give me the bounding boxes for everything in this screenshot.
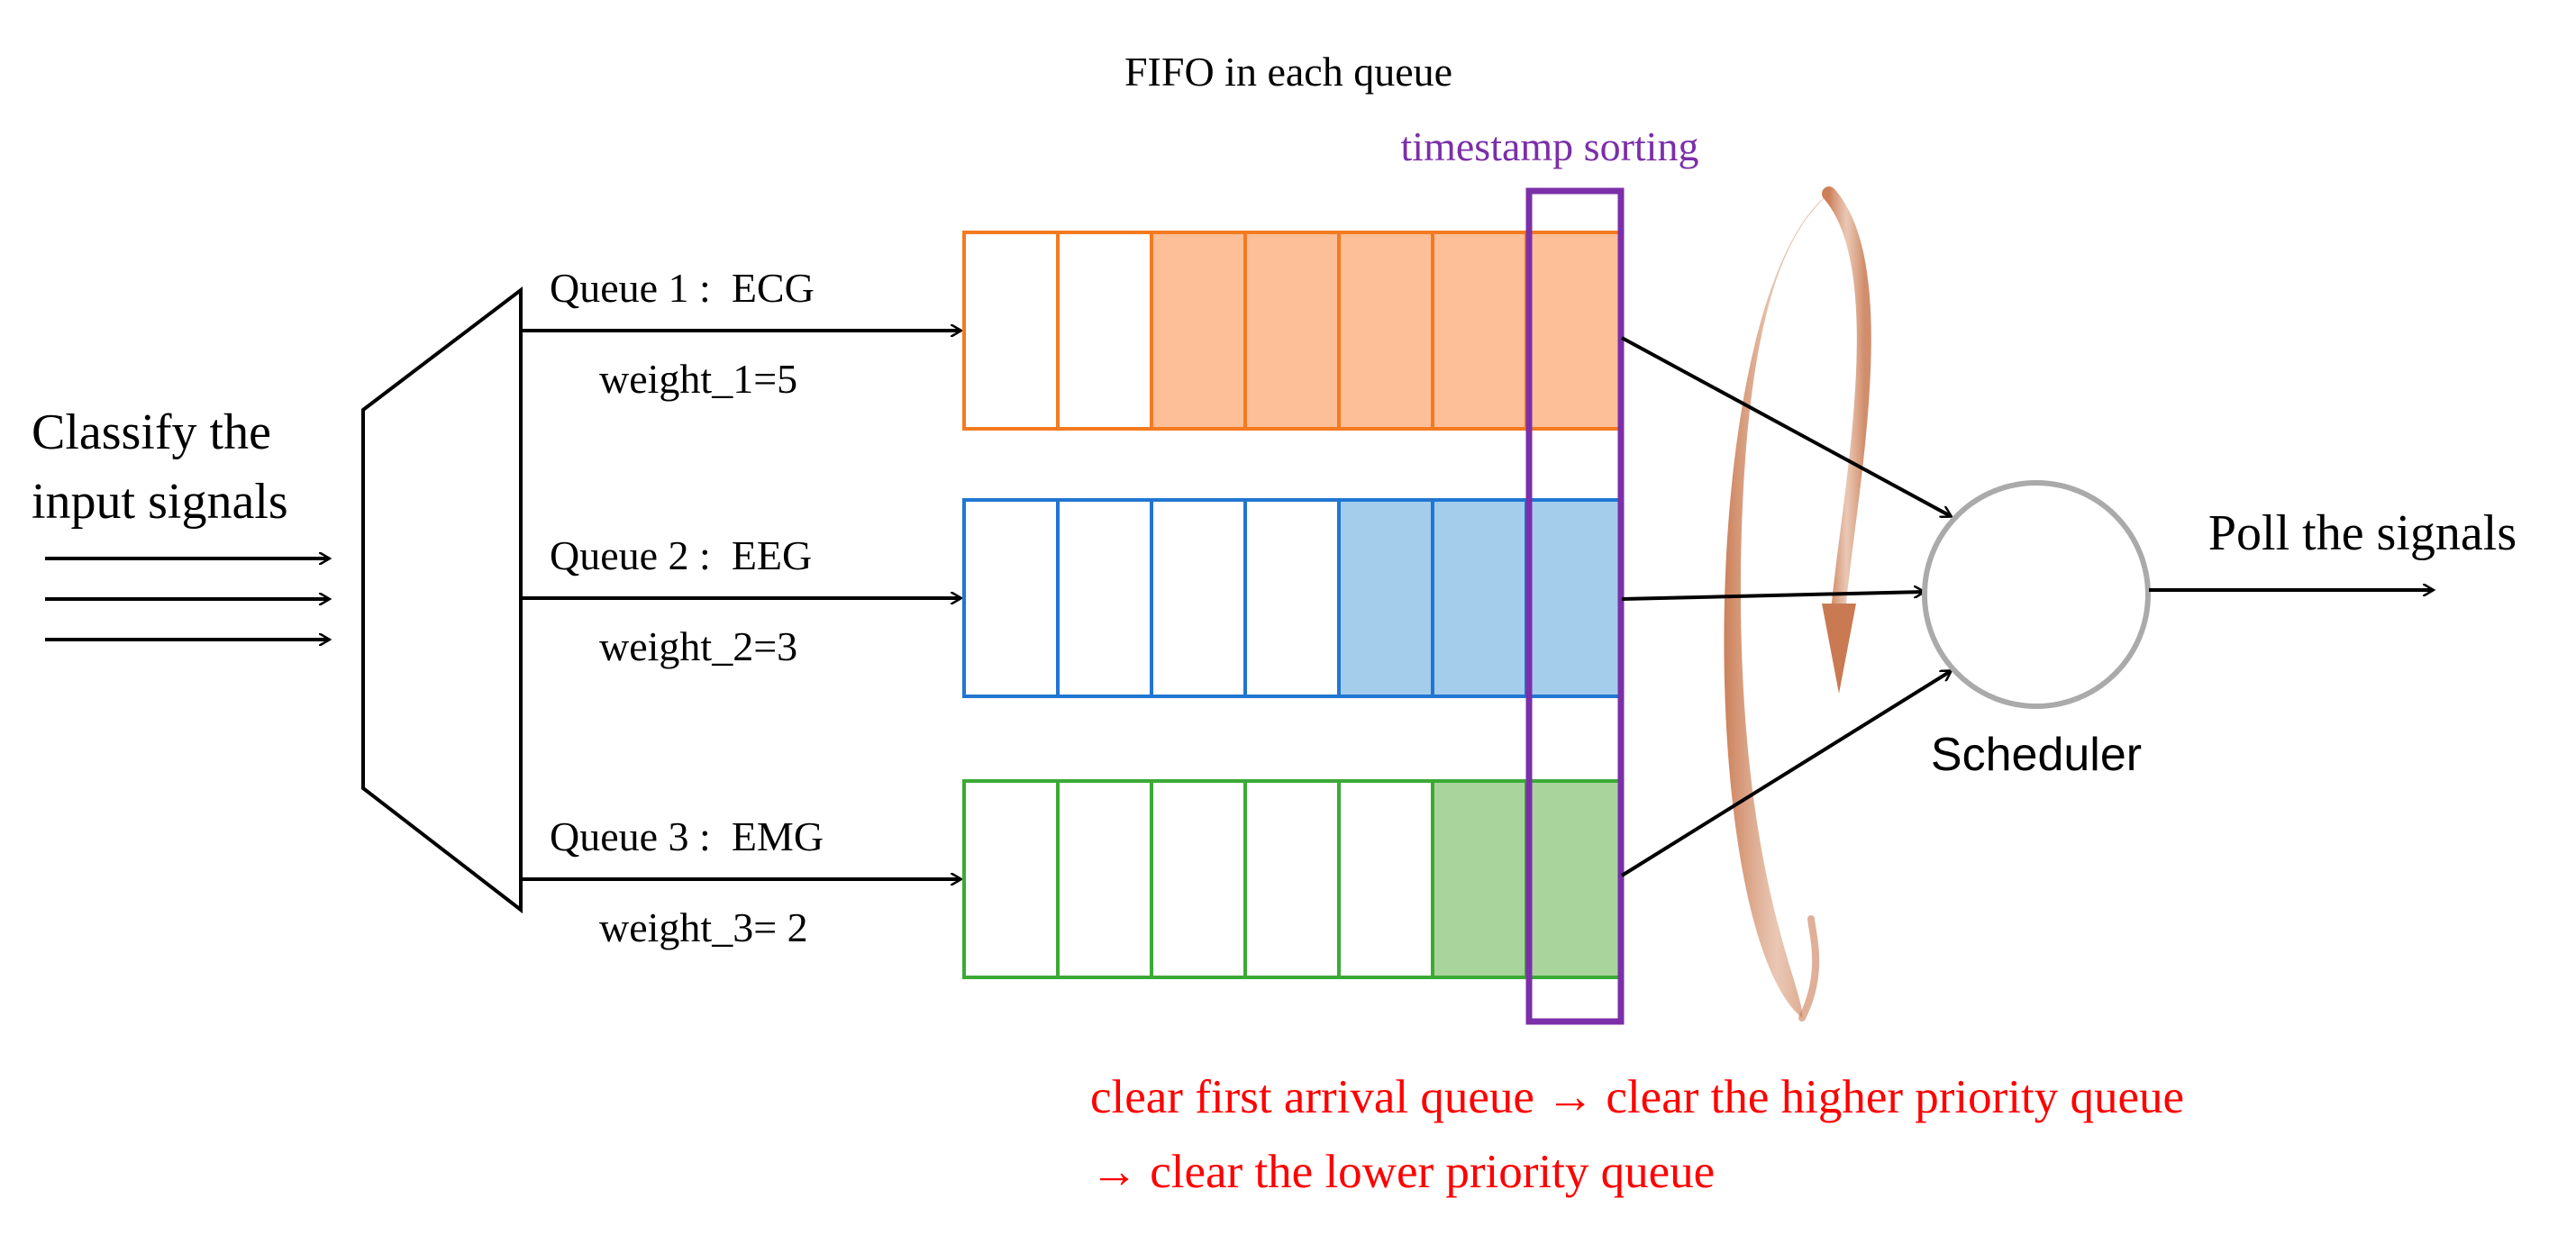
queue-2-name: Queue 2 : EEG	[550, 532, 812, 578]
input-arrows	[45, 558, 329, 640]
queue-slot-filled	[1431, 231, 1528, 431]
queue-1-weight: weight_1=5	[599, 356, 797, 402]
queue-slot-empty	[1056, 498, 1153, 698]
scheduler-label: Scheduler	[1931, 729, 2142, 781]
queue-2: Queue 2 : EEG weight_2=3	[521, 498, 1622, 698]
queue-slot-filled	[1150, 231, 1247, 431]
queue-slot-empty	[1056, 231, 1153, 431]
queue-slot-filled	[1431, 779, 1528, 979]
classify-label-line1: Classify the	[32, 404, 271, 460]
scheduler-circle	[1922, 480, 2151, 709]
queue1-to-scheduler-arrow	[1621, 336, 1951, 516]
queue-slot-empty	[1337, 779, 1434, 979]
queue-slot-empty	[962, 779, 1060, 979]
queue-1-name: Queue 1 : ECG	[550, 265, 815, 311]
queue-slot-filled	[1337, 231, 1434, 431]
round-robin-arrow-icon	[1724, 186, 1871, 1022]
queue-slot-filled	[1243, 231, 1341, 431]
queue-slot-filled	[1525, 231, 1622, 431]
queue2-to-scheduler-arrow	[1621, 592, 1924, 601]
queue-slot-empty	[1243, 498, 1341, 698]
queue-3: Queue 3 : EMG weight_3= 2	[521, 779, 1622, 979]
queue-slot-filled	[1525, 498, 1622, 698]
timestamp-sorting-label: timestamp sorting	[1401, 123, 1699, 169]
classify-label-line2: input signals	[32, 474, 288, 530]
queue-1: Queue 1 : ECG weight_1=5	[521, 231, 1622, 431]
queue-slot-empty	[1150, 779, 1247, 979]
queue3-to-scheduler-arrow	[1620, 671, 1951, 877]
queue-slot-filled	[1525, 779, 1622, 979]
policy-line1: clear first arrival queue → clear the hi…	[1090, 1071, 2184, 1123]
scheduler-input-arrows	[1620, 336, 1951, 877]
classifier-demux	[361, 286, 523, 914]
queue-slot-filled	[1337, 498, 1434, 698]
queue-slot-empty	[1150, 498, 1247, 698]
poll-label: Poll the signals	[2208, 505, 2517, 561]
timestamp-sorting-box	[1525, 187, 1625, 1025]
queue-slot-empty	[962, 231, 1060, 431]
queue-3-name: Queue 3 : EMG	[550, 813, 824, 859]
queue-2-weight: weight_2=3	[599, 623, 797, 669]
queue-slot-filled	[1431, 498, 1528, 698]
queue-slot-empty	[1243, 779, 1341, 979]
queue-slot-empty	[962, 498, 1060, 698]
policy-line2: → clear the lower priority queue	[1090, 1146, 1715, 1198]
queue-slot-empty	[1056, 779, 1153, 979]
fifo-label: FIFO in each queue	[1124, 49, 1452, 95]
queue-3-weight: weight_3= 2	[599, 904, 808, 950]
